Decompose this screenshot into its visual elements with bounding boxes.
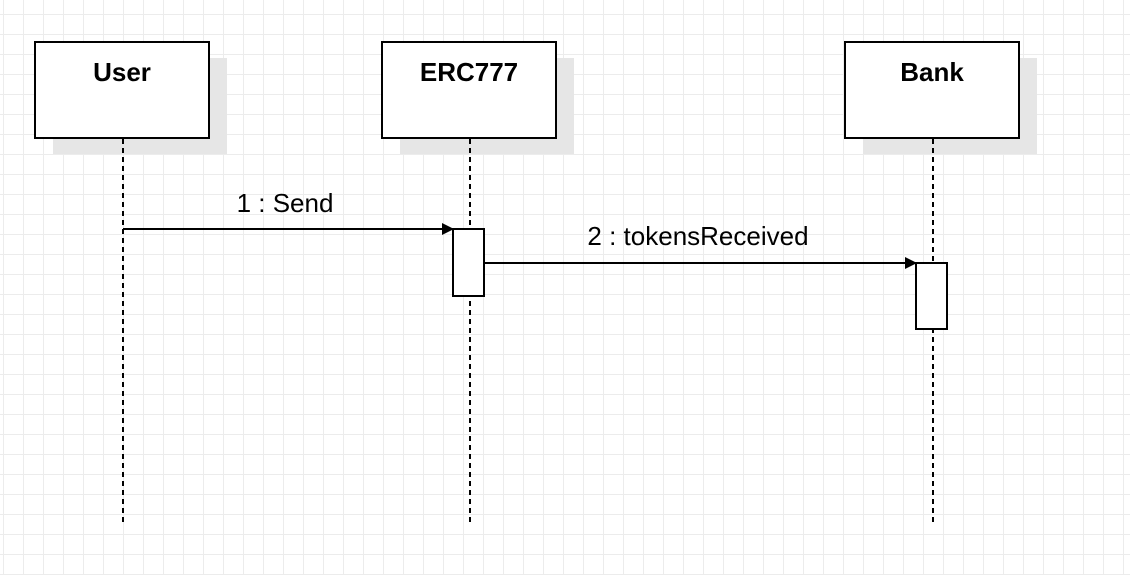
message-send[interactable]: 1 : Send bbox=[123, 188, 454, 235]
activation-erc777[interactable] bbox=[452, 228, 485, 297]
participant-user[interactable]: User bbox=[34, 41, 227, 154]
participant-user-label: User bbox=[93, 57, 151, 87]
message-tokens-received-label: 2 : tokensReceived bbox=[587, 221, 808, 251]
participant-bank-box[interactable] bbox=[844, 41, 1020, 139]
message-tokens-received[interactable]: 2 : tokensReceived bbox=[484, 221, 917, 269]
participant-user-box[interactable] bbox=[34, 41, 210, 139]
message-send-label: 1 : Send bbox=[237, 188, 334, 218]
participant-erc777[interactable]: ERC777 bbox=[381, 41, 574, 154]
participant-erc777-box[interactable] bbox=[381, 41, 557, 139]
participant-bank-label: Bank bbox=[900, 57, 964, 87]
activation-bank[interactable] bbox=[915, 262, 948, 330]
participant-erc777-label: ERC777 bbox=[420, 57, 518, 87]
participant-bank[interactable]: Bank bbox=[844, 41, 1037, 154]
